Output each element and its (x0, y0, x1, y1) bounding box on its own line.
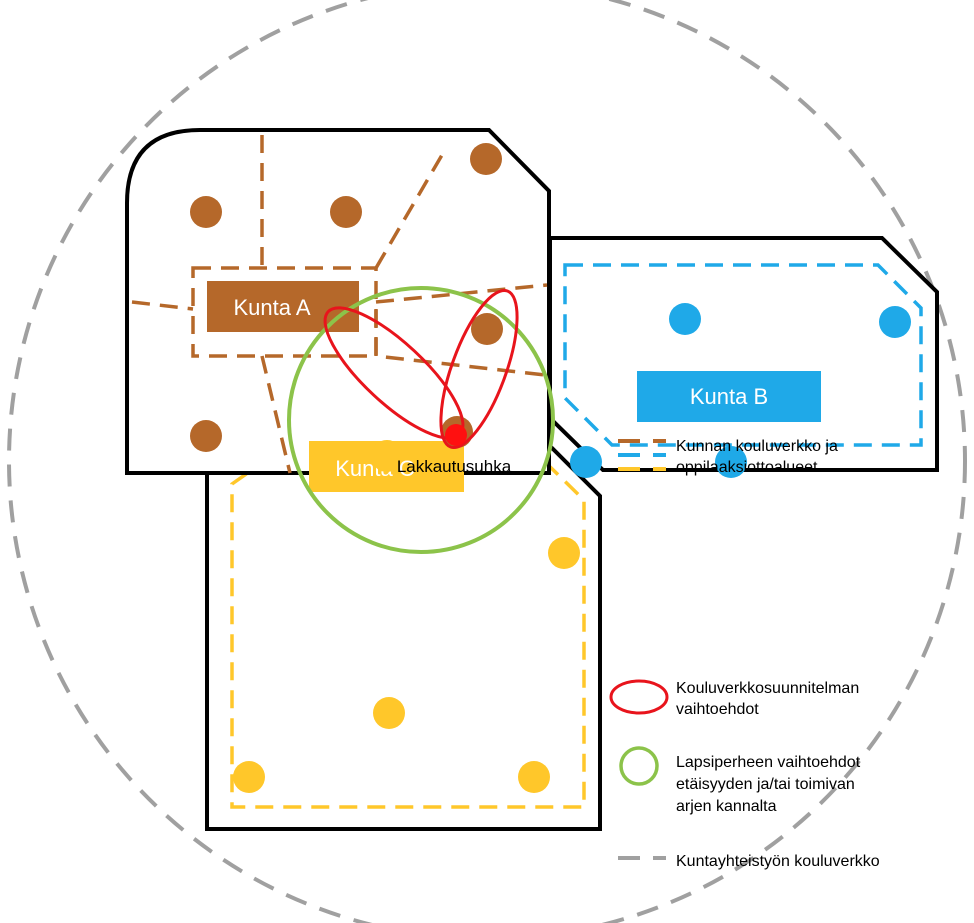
legend-family-options-swatch (619, 746, 659, 786)
school-marker (190, 196, 222, 228)
school-marker (330, 196, 362, 228)
school-marker (373, 697, 405, 729)
legend-school-network-line1: Kunnan kouluverkko ja (676, 438, 838, 455)
school-marker (879, 306, 911, 338)
school-marker (548, 537, 580, 569)
kunta-b-school-network (563, 263, 923, 447)
legend-plan-options-swatch (609, 679, 669, 715)
legend-family-options-line3: arjen kannalta (676, 798, 777, 815)
legend-school-network-line2: oppilaaksiottoalueet (676, 459, 818, 476)
legend-family-options-line2: etäisyyden ja/tai toimivan (676, 776, 855, 793)
kunta-c-school-network (230, 458, 586, 809)
legend-family-options-line1: Lapsiperheen vaihtoehdot (676, 754, 861, 771)
kunta-b-label: Kunta B (690, 384, 768, 409)
school-marker (470, 143, 502, 175)
legend: Kunnan kouluverkko ja oppilaaksiottoalue… (609, 438, 880, 870)
legend-school-network-swatch (618, 439, 666, 471)
family-options-circle (287, 286, 555, 554)
school-marker (518, 761, 550, 793)
school-marker (471, 313, 503, 345)
legend-cooperation-text: Kuntayhteistyön kouluverkko (676, 853, 880, 870)
closure-threat-school (445, 424, 467, 446)
kunta-a-label: Kunta A (233, 295, 310, 320)
plan-option-ellipse-2 (439, 288, 519, 450)
school-marker (570, 446, 602, 478)
kunta-b-boundary (548, 236, 939, 472)
school-marker (669, 303, 701, 335)
legend-plan-options-line2: vaihtoehdot (676, 701, 759, 718)
legend-plan-options-line1: Kouluverkkosuunnitelman (676, 680, 859, 697)
school-marker (371, 440, 403, 472)
school-marker (715, 446, 747, 478)
kunta-b-schools (570, 303, 911, 478)
school-marker (233, 761, 265, 793)
cooperation-network-circle (7, 0, 967, 923)
kunta-c-schools (233, 440, 580, 793)
kunta-b-label-box (637, 371, 821, 422)
school-marker (190, 420, 222, 452)
closure-threat-label: Lakkautusuhka (397, 457, 512, 476)
